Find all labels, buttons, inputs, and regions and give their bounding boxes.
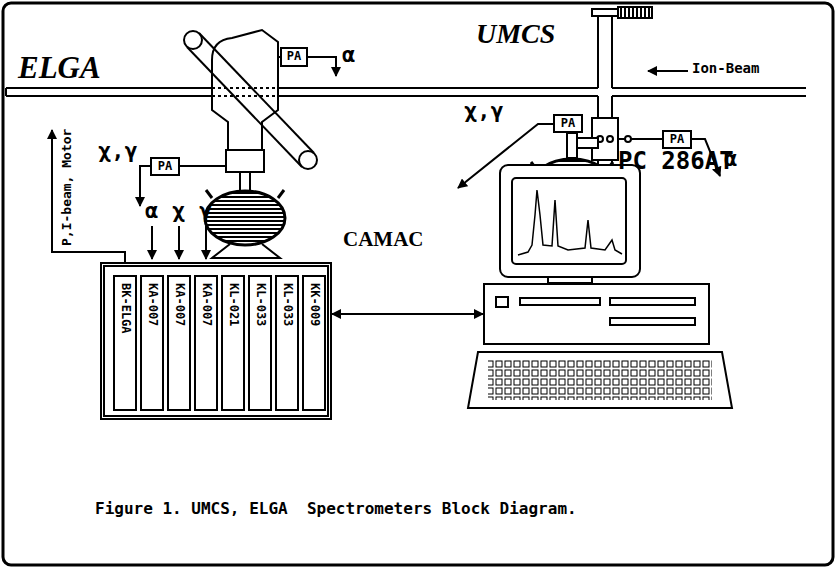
leader-lines — [648, 70, 688, 72]
box-heading: PC 286AT — [618, 148, 734, 176]
leader-lines — [205, 226, 207, 259]
elga-chamber — [226, 150, 264, 172]
camac-module: BK-ELGA — [113, 275, 137, 411]
elga-chamber — [180, 30, 317, 192]
pc-illustration — [488, 360, 712, 400]
elga-chamber — [199, 33, 314, 153]
pc-illustration — [468, 352, 732, 408]
pc-illustration — [610, 298, 695, 305]
camac-crate: BK-ELGA KA-007 KA-007 KA-007 KL-021 KL-033 KL-… — [100, 262, 332, 420]
leader-lines — [308, 57, 336, 76]
module-name: KA-007 — [172, 283, 186, 326]
pc-illustration — [496, 297, 508, 307]
pc-illustration — [518, 190, 622, 255]
module-name: KL-033 — [253, 283, 267, 326]
signal-name: α — [724, 146, 737, 171]
signal-name: α — [145, 198, 158, 223]
beam-line — [6, 88, 806, 96]
camac-module: KL-021 — [221, 275, 245, 411]
beam-line — [6, 87, 598, 89]
camac-module: KA-007 — [194, 275, 218, 411]
umcs-chamber — [618, 7, 652, 18]
camac-module: KA-007 — [140, 275, 164, 411]
signal-name: γ — [199, 198, 212, 223]
beam-line — [612, 95, 806, 97]
signal-name: χ,γ — [98, 138, 138, 163]
umcs-chamber — [597, 16, 599, 88]
elga-dewar — [205, 191, 285, 245]
umcs-chamber — [625, 136, 631, 142]
umcs-chamber — [577, 138, 598, 148]
umcs-chamber — [567, 133, 577, 158]
pc-illustration — [500, 165, 640, 277]
camac-module: KA-007 — [167, 275, 191, 411]
preamplifier-box: PA — [280, 47, 308, 67]
umcs-chamber — [611, 16, 613, 88]
module-name: BK-ELGA — [118, 283, 132, 334]
beam-line — [6, 95, 598, 97]
leader-lines — [178, 226, 180, 259]
module-name: KK-009 — [307, 283, 321, 326]
camac-module: KL-033 — [248, 275, 272, 411]
module-name: KL-021 — [226, 283, 240, 326]
beam-label: Ion-Beam — [692, 60, 759, 76]
elga-dewar — [205, 190, 285, 258]
module-name: KL-033 — [280, 283, 294, 326]
data-link — [332, 313, 483, 315]
elga-chamber — [212, 95, 278, 97]
module-name: KA-007 — [199, 283, 213, 326]
pc-illustration — [512, 178, 626, 264]
pc-illustration — [610, 318, 695, 325]
camac-module: KL-033 — [275, 275, 299, 411]
umcs-chamber — [597, 96, 599, 118]
beam-line — [612, 87, 806, 89]
computer-unit: PC 286AT — [483, 283, 710, 345]
outer-frame — [3, 3, 833, 565]
preamplifier-box: PA — [553, 114, 583, 133]
spectrometer-name: ELGA — [18, 50, 101, 86]
box-label: PA — [287, 50, 301, 64]
box-label: PA — [670, 133, 684, 147]
signal-name: χ,γ — [464, 98, 504, 123]
figure-caption: Figure 1. UMCS, ELGA Spectrometers Block… — [95, 500, 577, 518]
camac-module: KK-009 — [302, 275, 326, 411]
signal-name: α — [342, 42, 355, 67]
module-name: KA-007 — [145, 283, 159, 326]
elga-chamber — [180, 165, 226, 167]
leader-lines — [151, 226, 153, 259]
elga-chamber — [212, 87, 278, 89]
signal-name: χ — [172, 198, 185, 223]
elga-dewar — [206, 190, 212, 198]
spectrometer-name: UMCS — [476, 18, 555, 50]
pc-illustration — [520, 298, 600, 305]
elga-chamber — [240, 172, 250, 192]
umcs-chamber — [607, 136, 613, 142]
preamplifier-box: PA — [662, 130, 692, 149]
pc-illustration — [468, 165, 732, 408]
umcs-chamber — [592, 9, 618, 16]
elga-dewar — [212, 244, 280, 258]
box-heading: CAMAC — [343, 227, 423, 251]
umcs-chamber — [611, 96, 613, 118]
beam-line — [5, 88, 7, 96]
preamplifier-box: PA — [150, 157, 180, 176]
control-signal-label: P,I-beam, Motor — [60, 129, 75, 246]
box-label: PA — [158, 160, 172, 174]
elga-dewar — [278, 190, 284, 198]
box-label: PA — [561, 117, 575, 131]
